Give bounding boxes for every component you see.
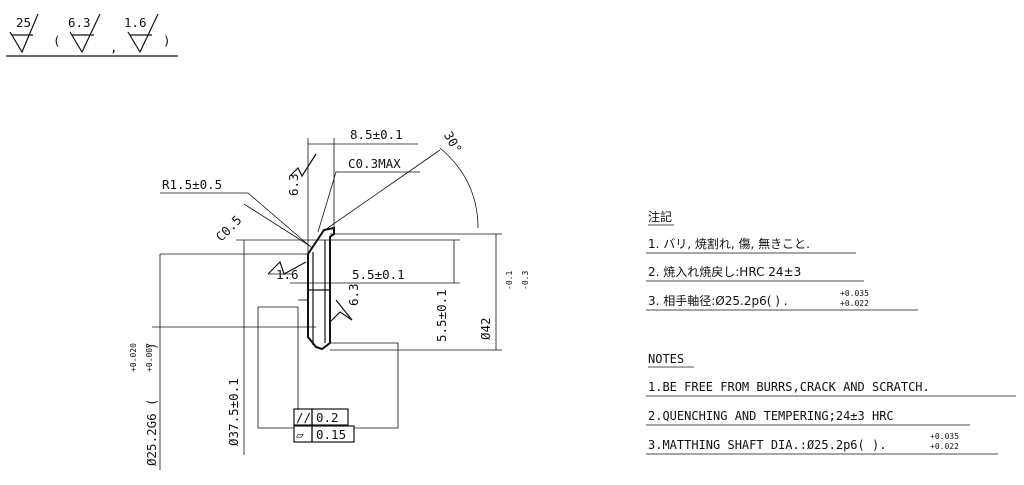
- roughness-header: 25 ( 6.3 , 1.6 ): [6, 13, 178, 57]
- gt-flat-symbol: ▱: [296, 427, 304, 442]
- notes-english: NOTES 1.BE FREE FROM BURRS,CRACK AND SCR…: [646, 352, 1016, 455]
- roughness-close-paren: ): [163, 33, 171, 48]
- roughness-alt1-symbol: [69, 13, 101, 54]
- notes-en-tol-lower: +0.022: [930, 442, 959, 451]
- roughness-alt2-value: 1.6: [124, 15, 147, 30]
- angle-arc: [439, 147, 479, 229]
- dim-radius: R1.5±0.5: [162, 177, 222, 192]
- leader-chamfer-top: [317, 171, 420, 233]
- roughness-alt1-value: 6.3: [68, 15, 91, 30]
- dim-mid-dia: Ø37.5±0.1: [226, 378, 241, 446]
- roughness-alt2-symbol: [127, 13, 159, 54]
- roughness-main-symbol: [9, 13, 39, 54]
- notes-en-tol-upper: +0.035: [930, 432, 959, 441]
- dim-bore-tol-upper: +0.020: [129, 343, 138, 372]
- roughness-comma: ,: [110, 40, 118, 55]
- dim-outer-dia-tol-lower: -0.3: [521, 271, 530, 290]
- dim-height: 5.5±0.1: [434, 289, 449, 342]
- gt-flat-value: 0.15: [316, 427, 346, 442]
- dim-inner-width: 5.5±0.1: [352, 267, 405, 282]
- dim-bore-paren-close: ): [144, 342, 159, 350]
- gt-leader-left: [257, 306, 299, 429]
- dim-bore-paren-open: (: [144, 398, 159, 406]
- notes-jp-item-1: 1. バリ, 焼割れ, 傷, 無きこと.: [648, 236, 810, 251]
- dim-outer-dia-tol-upper: -0.1: [505, 271, 514, 290]
- rough-right-symbol: [329, 299, 353, 323]
- dim-outer-dia: Ø42: [478, 317, 493, 340]
- notes-en-title: NOTES: [648, 352, 684, 366]
- rough-top-symbol: [289, 153, 317, 178]
- gt-frame-parallelism: // 0.2: [293, 408, 349, 426]
- rough-top-value: 6.3: [286, 173, 301, 196]
- notes-jp-tol-lower: +0.022: [840, 299, 869, 308]
- roughness-main-value: 25: [16, 15, 31, 30]
- notes-jp-item-2: 2. 焼入れ焼戻し:HRC 24±3: [648, 265, 801, 279]
- leader-radius: [160, 192, 313, 249]
- dim-bore-dia: Ø25.2G6: [144, 413, 159, 466]
- gt-leader-right: [330, 342, 399, 429]
- dim-chamfer-top: C0.3MAX: [348, 156, 401, 171]
- notes-japanese: 注記 1. バリ, 焼割れ, 傷, 無きこと. 2. 焼入れ焼戻し:HRC 24…: [646, 209, 918, 311]
- dim-top-width: 8.5±0.1: [350, 127, 403, 142]
- notes-jp-title: 注記: [648, 209, 672, 224]
- dim-chamfer-left: C0.5: [213, 212, 245, 244]
- dim-bore-tol-lower: +0.007: [145, 343, 154, 372]
- notes-jp-item-3: 3. 相手軸径:Ø25.2p6( ) .: [648, 294, 788, 308]
- part-profile: [307, 226, 335, 351]
- part-section: 8.5±0.1 C0.3MAX 30° 6.3 R1.5±0.5 C0.5 1.…: [129, 127, 530, 470]
- gt-parallel-value: 0.2: [316, 410, 339, 425]
- notes-en-item-1: 1.BE FREE FROM BURRS,CRACK AND SCRATCH.: [648, 380, 930, 394]
- gt-parallel-symbol: //: [296, 410, 311, 425]
- notes-en-item-3: 3.MATTHING SHAFT DIA.:Ø25.2p6( ).: [648, 438, 886, 452]
- gt-frame-flatness: ▱ 0.15: [293, 425, 355, 443]
- notes-jp-tol-upper: +0.035: [840, 289, 869, 298]
- notes-en-item-2: 2.QUENCHING AND TEMPERING;24±3 HRC: [648, 409, 894, 423]
- rough-mid-value: 1.6: [276, 267, 299, 282]
- roughness-open-paren: (: [53, 33, 61, 48]
- rough-right-value: 6.3: [346, 283, 361, 306]
- rough-mid-symbol: [267, 260, 307, 275]
